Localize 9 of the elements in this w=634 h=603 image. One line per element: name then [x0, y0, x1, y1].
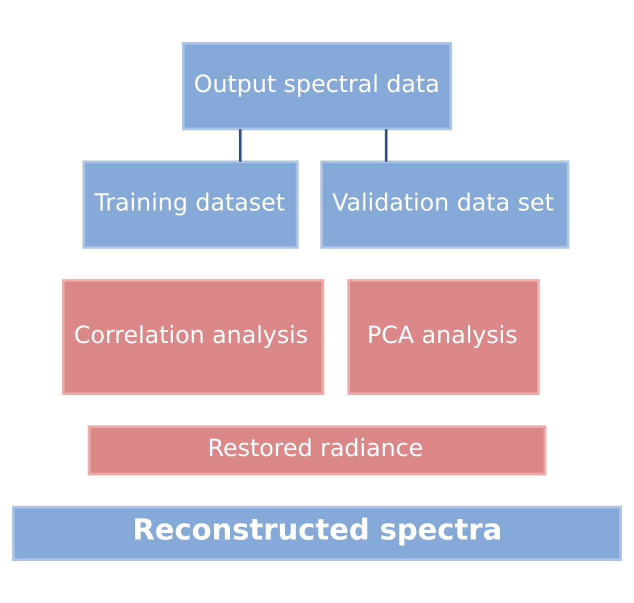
node-box: Validation data set: [320, 160, 570, 249]
connector: [238, 129, 242, 162]
node-box: Correlation analysis: [62, 279, 324, 396]
node-box: Training dataset: [82, 160, 299, 249]
connector: [384, 129, 388, 162]
node-box: Reconstructed spectra: [12, 506, 622, 562]
node-box: Output spectral data: [182, 42, 452, 130]
node-box: Restored radiance: [88, 425, 546, 476]
node-box: PCA analysis: [347, 279, 540, 396]
